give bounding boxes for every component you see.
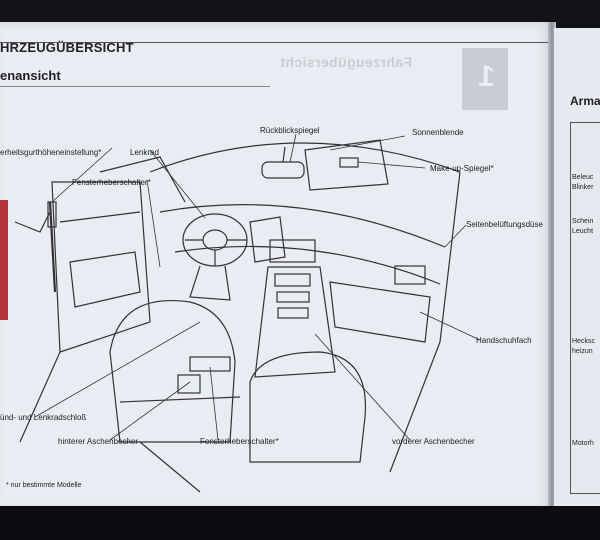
right-label-6: heizun (572, 348, 593, 355)
callout-steering-wheel: Lenkrad (130, 148, 159, 157)
callout-makeup-mirror: Make-up-Spiegel* (430, 164, 494, 173)
right-label-2: Blinker (572, 184, 594, 191)
callout-side-vent: Seitenbelüftungsdüse (466, 220, 543, 229)
callout-glovebox: Handschuhfach (476, 336, 532, 345)
callout-front-ashtray: vorderer Aschenbecher (392, 437, 475, 446)
right-label-4: Leucht (572, 228, 594, 235)
red-object-edge (0, 200, 8, 320)
right-label-5: Hecksc (572, 338, 595, 345)
subtitle-rule (0, 86, 270, 87)
callout-rearview-mirror: Rückblickspiegel (260, 126, 320, 135)
right-page: Arma Beleuc Blinker Schein Leucht Hecksc… (554, 28, 600, 506)
chapter-tab (462, 48, 508, 110)
page-fold (548, 22, 556, 510)
right-page-title: Arma (570, 94, 600, 108)
section-subtitle: enansicht (0, 68, 61, 83)
header-rule (0, 42, 548, 43)
right-label-3: Schein (572, 218, 594, 225)
callout-rear-ashtray: hinterer Aschenbecher (58, 437, 139, 446)
car-interior-illustration (14, 133, 481, 493)
callout-seatbelt-height: erheitsgurthöheneinstellung* (0, 148, 102, 157)
page-title: HRZEUGÜBERSICHT (0, 40, 134, 55)
callout-window-switch-front: Fensterheberschalter* (72, 178, 151, 187)
desk-shadow (0, 506, 600, 540)
right-page-box (570, 122, 600, 494)
right-label-7: Motorh (572, 440, 594, 447)
left-page (0, 22, 552, 510)
callout-sun-visor: Sonnenblende (412, 128, 464, 137)
footnote: * nur bestimmte Modelle (6, 482, 82, 489)
callout-ignition-lock: ünd- und Lenkradschloß (0, 413, 87, 422)
callout-window-switch-center: Fensterheberschalter* (200, 437, 279, 446)
right-label-1: Beleuc (572, 174, 594, 181)
